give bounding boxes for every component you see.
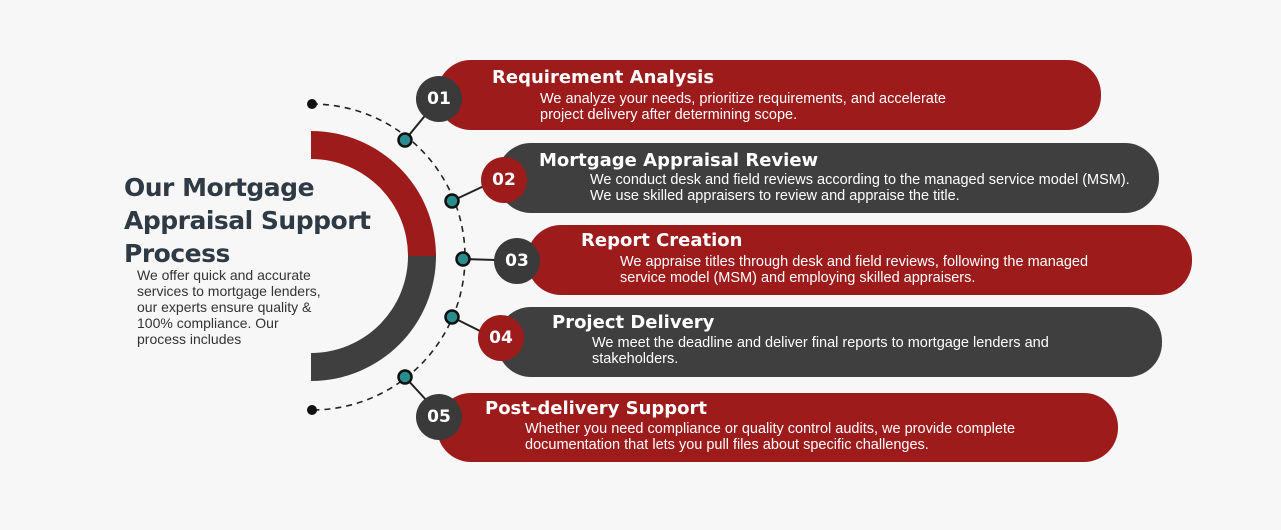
intro-title-line: Appraisal Support <box>124 206 371 235</box>
step-04-number-badge: 04 <box>478 315 524 361</box>
red-arc-segment <box>311 131 436 256</box>
intro-description: We offer quick and accurate services to … <box>137 267 321 347</box>
step-title: Post-delivery Support <box>485 398 707 419</box>
step-03-number-badge: 03 <box>494 238 540 284</box>
step-04-card: Project Delivery We meet the deadline an… <box>497 307 1162 377</box>
connector-dot <box>444 309 460 325</box>
step-title: Report Creation <box>581 230 743 251</box>
step-05-number-badge: 05 <box>416 394 462 440</box>
step-description: We appraise titles through desk and fiel… <box>620 254 1089 286</box>
step-title: Project Delivery <box>552 312 715 333</box>
step-03-card: Report Creation We appraise titles throu… <box>527 225 1192 295</box>
connector-dot <box>455 251 471 267</box>
step-description: We conduct desk and field reviews accord… <box>590 172 1130 204</box>
step-description: Whether you need compliance or quality c… <box>525 421 1016 453</box>
step-01-number-badge: 01 <box>416 76 462 122</box>
step-description: We analyze your needs, prioritize requir… <box>540 91 946 123</box>
arc-endpoint-bottom <box>307 405 317 415</box>
step-title: Requirement Analysis <box>492 67 715 88</box>
step-02-number-badge: 02 <box>481 157 527 203</box>
arc-endpoint-top <box>307 99 317 109</box>
connector-dot <box>397 369 413 385</box>
step-01-card: Requirement Analysis We analyze your nee… <box>437 60 1101 130</box>
dashed-arc <box>311 103 466 411</box>
intro-title-line: Process <box>124 239 230 268</box>
connector-dot <box>444 193 460 209</box>
step-05-card: Post-delivery Support Whether you need c… <box>437 393 1118 462</box>
step-description: We meet the deadline and deliver final r… <box>592 335 1049 367</box>
connector-dot <box>397 132 413 148</box>
intro-title: Our Mortgage Appraisal Support Process <box>124 171 384 270</box>
step-02-card: Mortgage Appraisal Review We conduct des… <box>497 143 1159 213</box>
gray-arc-segment <box>311 256 436 381</box>
intro-title-line: Our Mortgage <box>124 173 315 202</box>
step-title: Mortgage Appraisal Review <box>539 150 819 171</box>
